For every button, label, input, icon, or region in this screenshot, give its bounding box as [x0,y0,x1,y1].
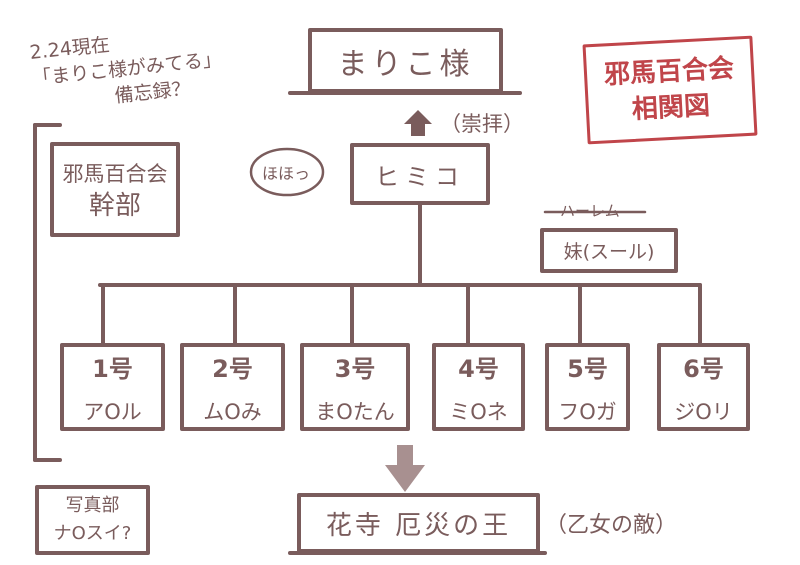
member-number: 4号 [458,354,499,383]
leader-node: ヒミコ [350,143,490,205]
member-number: 2号 [212,354,253,383]
photo-line2: ナOスイ? [53,523,132,544]
member-name: まOたん [315,399,395,424]
member-number: 3号 [334,354,376,383]
member-name: ムOみ [203,399,262,424]
member-number: 1号 [92,354,133,383]
enemy-node: 花寺 厄災の王 [297,493,540,553]
top-node: まりこ様 [308,28,503,93]
photo-line1: 写真部 [65,495,120,516]
relation-label: （崇拝） [440,112,524,136]
member-name: ジOリ [674,399,733,424]
top-name: まりこ様 [337,46,474,82]
member-node: 3号 まOたん [300,343,410,431]
stamp-line1: 邪馬百合会 [603,53,735,91]
speech-bubble [249,147,325,197]
member-name: ミOネ [449,399,508,424]
executives-line1: 邪馬百合会 [62,161,168,186]
enemy-note: （乙女の敵） [545,513,678,538]
executives-node: 邪馬百合会 幹部 [50,142,180,237]
struck-text: ハーレム [560,202,620,220]
member-name: アOル [83,399,142,424]
leader-name: ヒミコ [375,162,465,191]
enemy-name: 花寺 厄災の王 [325,510,512,541]
soeur-node: 妹(スール) [540,228,678,273]
title-stamp: 邪馬百合会 相関図 [582,35,758,145]
bubble-text: ほほっ [262,164,311,183]
soeur-label: 妹(スール) [563,241,655,263]
member-name: フOガ [558,399,617,424]
down-arrow-icon [385,445,425,492]
member-number: 6号 [683,354,724,383]
up-arrow-icon [404,110,432,136]
member-node: 6号 ジOリ [657,343,750,431]
photo-club-node: 写真部 ナOスイ? [35,485,150,555]
member-node: 2号 ムOみ [180,343,285,431]
member-node: 4号 ミOネ [432,343,525,431]
member-number: 5号 [567,354,608,383]
stamp-line2: 相関図 [631,90,711,125]
member-node: 1号 アOル [60,343,165,431]
executives-line2: 幹部 [88,190,141,221]
member-node: 5号 フOガ [545,343,630,431]
